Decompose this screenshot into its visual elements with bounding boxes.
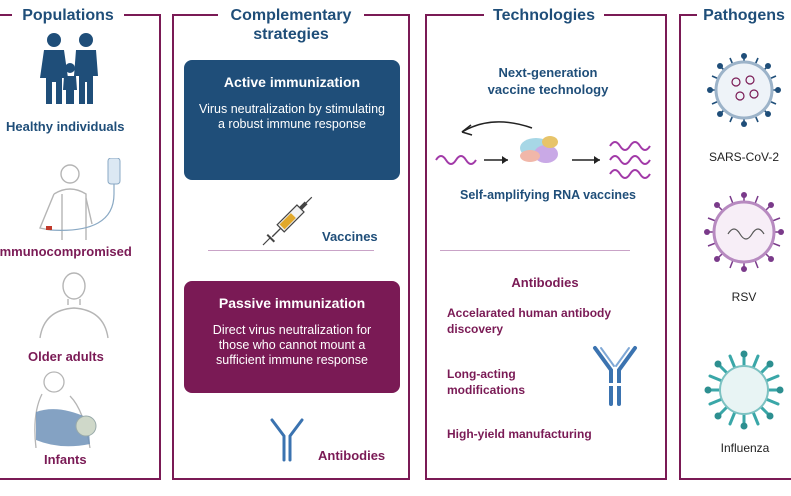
strategies-divider xyxy=(208,250,374,251)
strategies-panel xyxy=(172,14,410,480)
rsv-label: RSV xyxy=(731,290,757,304)
pathogens-title: Pathogens xyxy=(697,6,791,25)
technologies-title: Technologies xyxy=(484,6,604,25)
technologies-panel xyxy=(425,14,667,480)
sars-cov-2-virus-icon xyxy=(707,53,781,127)
antibodies-tech-title: Antibodies xyxy=(511,275,579,290)
antibody-icon xyxy=(270,418,304,462)
strategies-title: Complementary strategies xyxy=(218,6,364,44)
vaccines-label: Vaccines xyxy=(322,229,378,244)
active-immunization-box: Active immunization Virus neutralization… xyxy=(184,60,400,180)
influenza-label: Influenza xyxy=(720,441,770,455)
active-immunization-desc: Virus neutralization by stimulating a ro… xyxy=(199,102,385,131)
infants-label: Infants xyxy=(44,452,87,467)
passive-immunization-box: Passive immunization Direct virus neutra… xyxy=(184,281,400,393)
passive-immunization-title: Passive immunization xyxy=(218,295,366,311)
next-gen-vaccine-label: Next-generation vaccine technology xyxy=(487,65,609,97)
antibody-tech-icon xyxy=(593,346,637,406)
patient-iv-drip-icon xyxy=(39,158,121,240)
passive-immunization-desc: Direct virus neutralization for those wh… xyxy=(212,323,372,367)
long-acting-label: Long-acting modifications xyxy=(447,367,526,397)
technologies-divider xyxy=(440,250,630,251)
sars-cov-2-label: SARS-CoV-2 xyxy=(708,150,780,164)
populations-title: Populations xyxy=(12,6,124,25)
sarna-label: Self-amplifying RNA vaccines xyxy=(460,188,636,202)
manufacturing-label: High-yield manufacturing xyxy=(447,427,592,441)
populations-panel xyxy=(0,14,161,480)
sarna-diagram-icon xyxy=(435,121,651,179)
pathogens-panel xyxy=(679,14,791,480)
immunocompromised-label: Immunocompromised xyxy=(0,244,132,259)
family-icon xyxy=(40,33,98,104)
older-adults-label: Older adults xyxy=(28,349,104,364)
antibodies-strategy-label: Antibodies xyxy=(318,448,386,463)
active-immunization-title: Active immunization xyxy=(223,74,361,90)
antibody-discovery-label: Accelarated human antibody discovery xyxy=(447,306,612,336)
mother-infant-icon xyxy=(34,371,97,448)
syringe-icon xyxy=(262,196,313,246)
rsv-virus-icon xyxy=(704,192,784,272)
influenza-virus-icon xyxy=(704,350,784,430)
healthy-individuals-label: Healthy individuals xyxy=(6,119,125,134)
older-adult-icon xyxy=(39,272,109,339)
